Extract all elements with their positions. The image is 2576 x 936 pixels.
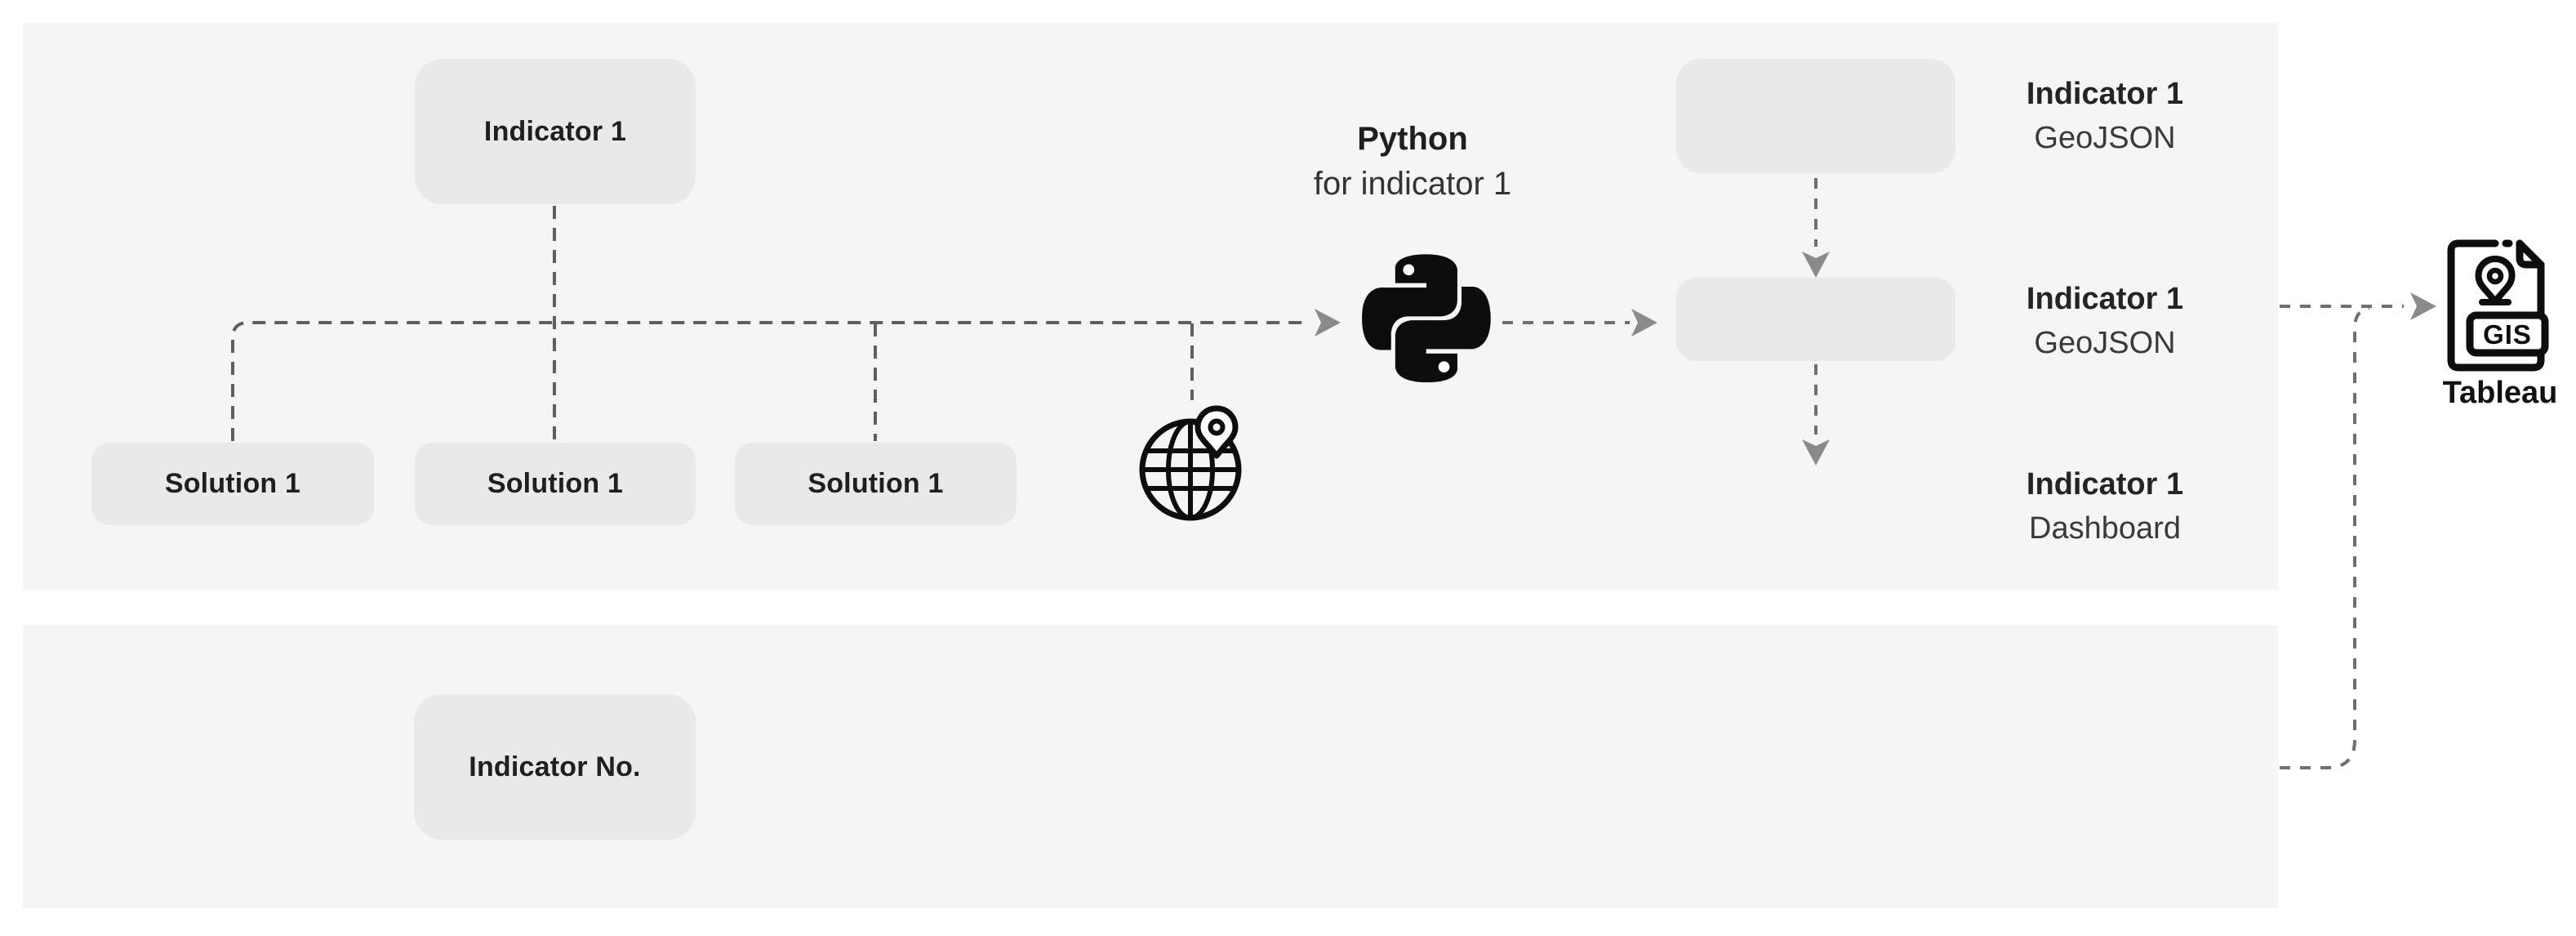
python-caption: Python for indicator 1 [1241,117,1584,207]
python-logo-icon [1362,254,1491,383]
bottom-panel-to-tableau-line [2280,306,2370,769]
node-solution-1c: Solution 1 [735,443,1017,525]
output-label-2: Indicator 1 GeoJSON [1942,277,2268,365]
output-label-2-title: Indicator 1 [2026,282,2184,316]
arrowhead-to-tableau [2410,292,2436,320]
output-label-3-title: Indicator 1 [2026,467,2184,501]
output-label-1: Indicator 1 GeoJSON [1942,72,2268,160]
node-geojson-box-a [1676,59,1955,173]
node-geojson-box-b [1676,278,1955,361]
gis-badge-text: GIS [2483,319,2532,350]
node-indicator-no-label: Indicator No. [469,751,641,782]
node-solution-1c-label: Solution 1 [808,468,944,499]
node-indicator-1-label: Indicator 1 [483,115,627,147]
output-label-2-subtitle: GeoJSON [2034,326,2176,360]
bottom-process-panel [23,625,2278,908]
output-label-1-title: Indicator 1 [2026,77,2184,111]
tableau-label: Tableau [2410,376,2576,411]
globe-location-icon [1131,400,1253,523]
node-indicator-1: Indicator 1 [415,59,696,204]
node-solution-1a-label: Solution 1 [164,468,301,499]
node-indicator-no: Indicator No. [414,694,696,840]
output-label-1-subtitle: GeoJSON [2034,121,2176,155]
node-solution-1b: Solution 1 [415,443,696,525]
node-solution-1b-label: Solution 1 [487,468,624,499]
python-caption-title: Python [1357,121,1468,157]
node-solution-1a: Solution 1 [91,443,374,525]
python-caption-subtitle: for indicator 1 [1313,166,1512,202]
tableau-label-text: Tableau [2442,376,2558,410]
output-label-3: Indicator 1 Dashboard [1942,462,2268,550]
gis-file-icon: GIS [2443,236,2551,381]
output-label-3-subtitle: Dashboard [2029,511,2181,546]
